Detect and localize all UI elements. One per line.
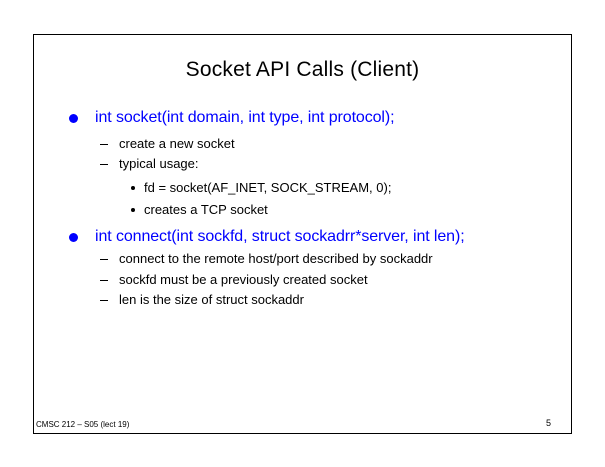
subitem-dash	[100, 144, 108, 145]
subsubitem-dot	[131, 186, 135, 190]
subitem-typical-usage: typical usage:	[119, 156, 199, 171]
subitem-dash	[100, 280, 108, 281]
slide-title: Socket API Calls (Client)	[185, 58, 420, 81]
slide-frame	[33, 34, 572, 434]
bullet-connect-signature: int connect(int sockfd, struct sockadrr*…	[95, 228, 465, 245]
bullet-marker	[69, 233, 78, 242]
subitem-dash	[100, 164, 108, 165]
bullet-marker	[69, 114, 78, 123]
subitem-create-socket: create a new socket	[119, 136, 235, 151]
subitem-dash	[100, 259, 108, 260]
subitem-len-size: len is the size of struct sockaddr	[119, 292, 304, 307]
subitem-connect-remote: connect to the remote host/port describe…	[119, 251, 433, 266]
footer-course-label: CMSC 212 – S05 (lect 19)	[36, 420, 130, 429]
subitem-sockfd-created: sockfd must be a previously created sock…	[119, 272, 368, 287]
subsubitem-dot	[131, 208, 135, 212]
subsubitem-socket-call: fd = socket(AF_INET, SOCK_STREAM, 0);	[144, 180, 392, 195]
page-number: 5	[546, 418, 552, 428]
bullet-socket-signature: int socket(int domain, int type, int pro…	[95, 109, 395, 126]
subsubitem-tcp-socket: creates a TCP socket	[144, 202, 268, 217]
subitem-dash	[100, 300, 108, 301]
